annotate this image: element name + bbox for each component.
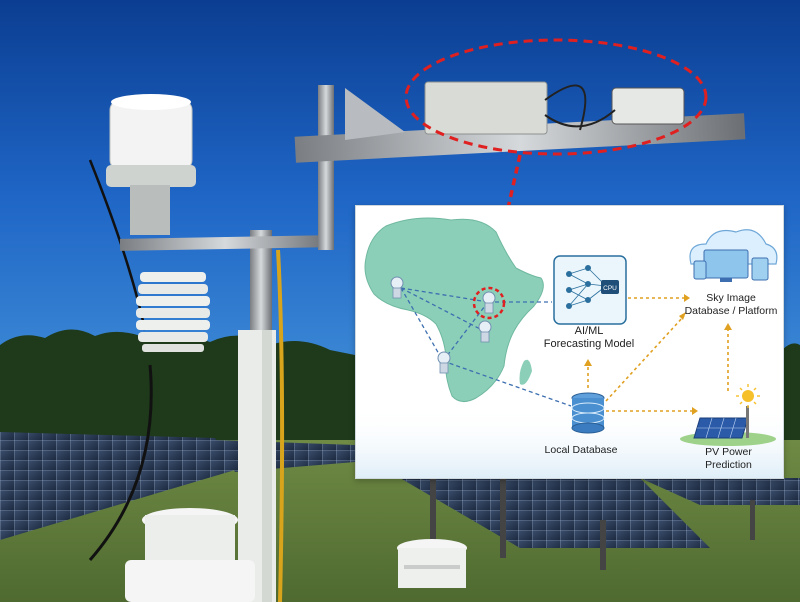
pyranometer-device bbox=[106, 94, 196, 235]
selected-sensor-highlight bbox=[472, 286, 506, 320]
forecasting-diagram: CPU bbox=[355, 205, 784, 479]
solar-panel-row-left bbox=[0, 432, 235, 540]
sensor-icon bbox=[482, 291, 496, 314]
base-sensor-housing bbox=[125, 508, 255, 602]
ground-sensor bbox=[397, 539, 467, 588]
pv-power-prediction-label: PV Power Prediction bbox=[705, 446, 752, 471]
upper-arm bbox=[294, 113, 746, 163]
solar-panel-row-right bbox=[400, 478, 710, 548]
radiation-shield bbox=[136, 272, 210, 352]
camera-unit bbox=[611, 87, 685, 125]
sky-image-database-label: Sky Image Database / Platform bbox=[684, 292, 778, 317]
sensor-icon bbox=[390, 276, 404, 299]
neural-network-cpu-icon: CPU bbox=[553, 255, 627, 325]
local-database-label: Local Database bbox=[544, 444, 618, 456]
database-icon bbox=[571, 392, 605, 434]
riser-pole bbox=[318, 85, 334, 250]
cloud-monitor-icon bbox=[689, 229, 778, 282]
ai-model-label: AI/ML Forecasting Model bbox=[543, 325, 635, 350]
highlight-ellipse bbox=[404, 38, 708, 156]
sky-camera-enclosure bbox=[424, 81, 548, 135]
cpu-chip-label: CPU bbox=[603, 285, 617, 292]
solar-panel-icon bbox=[680, 406, 776, 446]
sensor-icon bbox=[478, 320, 492, 343]
sensor-icon bbox=[437, 351, 451, 374]
africa-map bbox=[364, 217, 544, 402]
sun-icon bbox=[736, 384, 760, 408]
